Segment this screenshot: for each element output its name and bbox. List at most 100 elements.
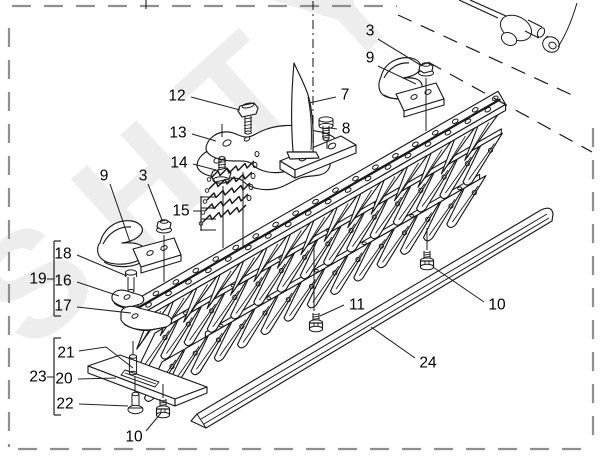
callout-label-19: 19 — [29, 271, 46, 288]
ellipse-shape — [324, 198, 332, 205]
line-shape — [312, 318, 320, 320]
line-shape — [524, 30, 540, 39]
line-shape — [466, 122, 490, 158]
line-shape — [217, 161, 227, 163]
line-shape — [196, 413, 207, 429]
line-shape — [159, 399, 167, 402]
leader-line-11 — [319, 304, 345, 317]
line-shape — [209, 270, 232, 306]
ellipse-shape — [421, 62, 431, 67]
callout-label-10-right: 10 — [488, 297, 506, 314]
line-shape — [258, 263, 286, 301]
path-shape — [97, 220, 146, 265]
ellipse-shape — [404, 152, 412, 159]
line-shape — [335, 252, 363, 290]
leader-line-20 — [77, 377, 117, 380]
ellipse-shape — [185, 279, 192, 285]
ellipse-shape — [431, 129, 439, 136]
callout-label-18: 18 — [54, 246, 71, 263]
line-shape — [527, 19, 543, 28]
line-shape — [265, 292, 293, 330]
circle-shape — [169, 363, 175, 370]
ellipse-shape — [410, 94, 418, 100]
line-shape — [302, 216, 326, 252]
mounting-bolts — [308, 228, 435, 333]
ellipse-shape — [451, 118, 459, 124]
lower-blade-row — [143, 173, 487, 402]
line-shape — [142, 330, 170, 368]
line-shape — [165, 317, 193, 354]
ellipse-shape — [457, 186, 463, 191]
circle-shape — [371, 214, 377, 220]
ellipse-shape — [159, 219, 169, 224]
ellipse-shape — [272, 221, 279, 228]
path-shape — [206, 262, 241, 310]
callout-label-9-top: 9 — [366, 50, 375, 67]
path-shape — [208, 171, 253, 190]
path-shape — [202, 204, 247, 223]
line-shape — [468, 143, 495, 180]
ellipse-shape — [411, 141, 419, 147]
line-shape — [235, 277, 263, 314]
ellipse-shape — [384, 164, 392, 170]
line-shape — [358, 239, 386, 276]
circle-shape — [206, 177, 212, 182]
ellipse-shape — [332, 187, 339, 193]
ellipse-shape — [192, 267, 200, 274]
ellipse-shape — [152, 290, 160, 297]
leader-line-3-left — [147, 183, 163, 221]
leader-line-9-left — [109, 183, 131, 243]
ellipse-shape — [424, 141, 432, 147]
line-shape — [423, 251, 431, 254]
line-shape — [256, 243, 279, 279]
ellipse-shape — [322, 137, 330, 141]
circle-shape — [488, 147, 494, 153]
ellipse-shape — [318, 116, 334, 123]
ellipse-shape — [424, 89, 432, 95]
line-shape — [349, 189, 373, 225]
ellipse-shape — [304, 210, 312, 216]
ellipse-shape — [205, 267, 212, 274]
ellipse-shape — [444, 129, 452, 136]
ellipse-shape — [352, 175, 359, 182]
path-shape — [291, 62, 314, 153]
callout-label-16: 16 — [54, 273, 71, 290]
ellipse-shape — [372, 164, 379, 170]
assembly-axis-lines — [163, 78, 427, 282]
ellipse-shape — [361, 241, 367, 245]
line-shape — [242, 306, 270, 343]
callout-label-12: 12 — [168, 88, 185, 105]
ellipse-shape — [123, 294, 131, 300]
path-shape — [300, 208, 335, 256]
line-shape — [243, 127, 253, 130]
ellipse-shape — [536, 27, 546, 38]
callout-label-7: 7 — [341, 87, 350, 104]
line-shape — [312, 265, 339, 303]
ellipse-shape — [146, 250, 154, 256]
callout-label-24: 24 — [419, 355, 437, 372]
middle-blade-row — [136, 128, 503, 373]
callout-label-10-bottom-left: 10 — [125, 429, 143, 446]
line-shape — [159, 401, 167, 404]
line-shape — [130, 98, 501, 313]
ellipse-shape — [124, 269, 138, 276]
line-shape — [421, 169, 449, 207]
path-shape — [276, 222, 311, 269]
path-shape — [557, 2, 578, 48]
path-shape — [417, 141, 452, 188]
line-shape — [203, 217, 550, 425]
callout-label-17: 17 — [54, 298, 71, 315]
hold-down-clamp-left — [97, 219, 182, 274]
leader-line-14 — [192, 163, 217, 171]
ellipse-shape — [266, 296, 272, 300]
ellipse-shape — [172, 279, 180, 285]
line-shape — [217, 166, 227, 169]
circle-shape — [325, 241, 331, 247]
leader-line-21 — [78, 346, 134, 369]
line-shape — [373, 176, 396, 212]
ellipse-shape — [252, 162, 258, 168]
path-shape — [393, 154, 429, 202]
line-shape — [219, 319, 246, 357]
